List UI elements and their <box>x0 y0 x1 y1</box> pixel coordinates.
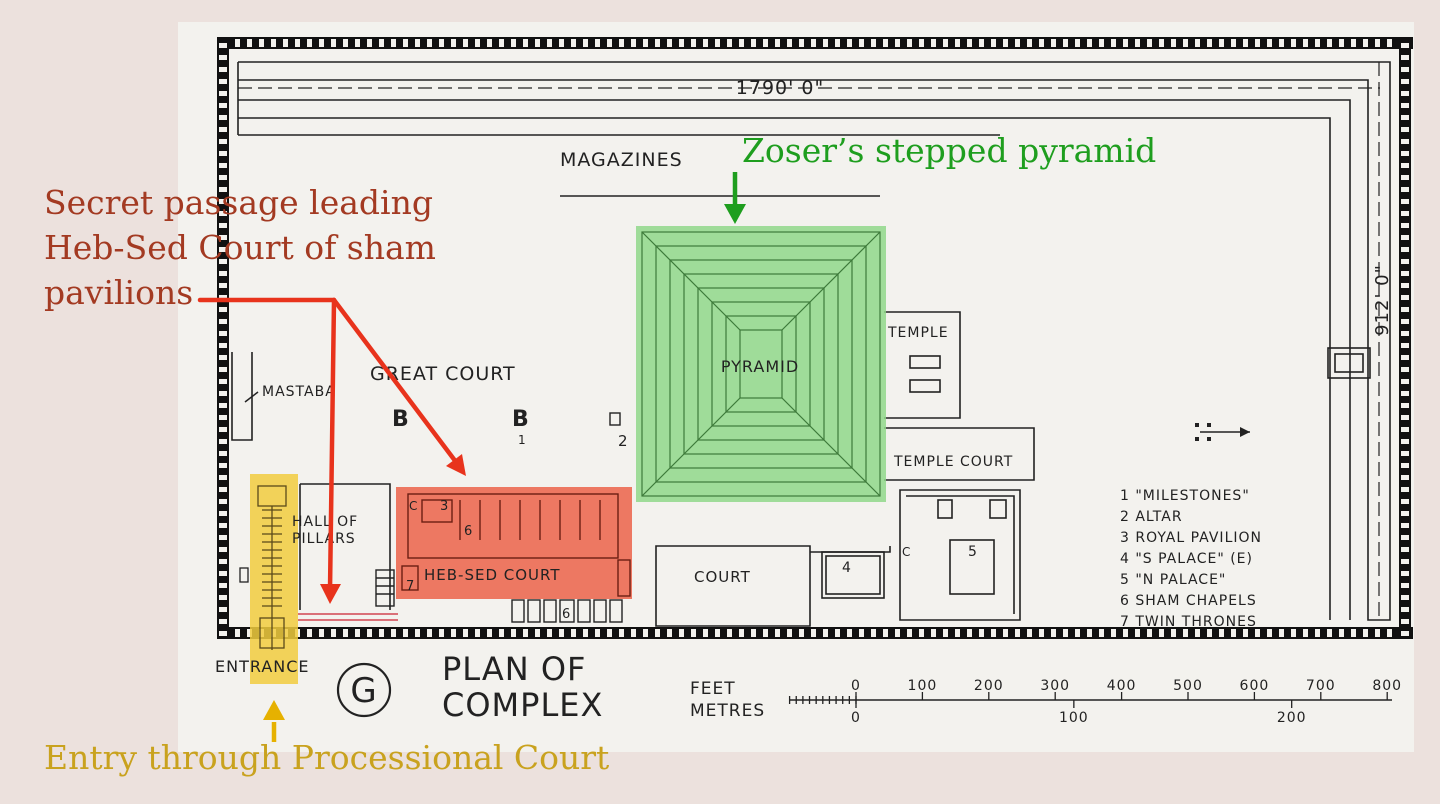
entry-annotation: Entry through Processional Court <box>44 738 610 777</box>
scale-feet-tick-label: 100 <box>908 678 938 694</box>
scale-feet-tick-label: 700 <box>1306 678 1336 694</box>
key-item-5: 5 "N PALACE" <box>1120 572 1226 588</box>
label-c-2: C <box>902 545 911 559</box>
temple-structure <box>884 311 1035 481</box>
plan-letter-badge: G <box>336 662 392 718</box>
scale-feet-tick-label: 200 <box>974 678 1004 694</box>
key-item-7: 7 TWIN THRONES <box>1120 614 1257 630</box>
label-number-6: 6 <box>464 524 473 539</box>
hall-of-pillars-label-1: HALL OF <box>292 514 358 530</box>
scale-feet-tick-label: 500 <box>1173 678 1203 694</box>
magazines-structure <box>237 61 1391 621</box>
scale-feet-tick-label: 600 <box>1240 678 1270 694</box>
scale-metres-tick-label: 0 <box>851 710 861 726</box>
secret-passage-arrows <box>197 297 459 593</box>
scale-feet-tick-label: 800 <box>1372 678 1402 694</box>
magazines-label: MAGAZINES <box>560 149 683 171</box>
secret-passage-line-3: pavilions <box>44 273 194 312</box>
great-court-label: GREAT COURT <box>370 363 516 385</box>
key-item-2: 2 ALTAR <box>1120 509 1183 525</box>
key-item-3: 3 ROYAL PAVILION <box>1120 530 1262 546</box>
label-number-5: 5 <box>968 544 978 560</box>
mastaba-label: MASTABA <box>262 384 336 400</box>
key-item-1: 1 "MILESTONES" <box>1120 488 1250 504</box>
label-number-1: 1 <box>518 433 527 447</box>
scale-feet-label: FEET <box>690 679 736 699</box>
enclosure-wall <box>217 37 1413 639</box>
plan-title-line-2: COMPLEX <box>442 686 603 724</box>
secret-passage-annotation: Secret passage leading Heb-Sed Court of … <box>44 180 464 315</box>
temple-label: TEMPLE <box>887 325 949 341</box>
key-item-4: 4 "S PALACE" (E) <box>1120 551 1253 567</box>
scale-feet-tick-label: 0 <box>851 678 861 694</box>
pyramid-label: PYRAMID <box>721 357 799 376</box>
secret-passage-line-2: Heb-Sed Court of sham <box>44 228 436 267</box>
length-dimension-label: 1790' 0" <box>736 77 824 99</box>
plan-key: 1 "MILESTONES" 2 ALTAR 3 ROYAL PAVILION … <box>1120 488 1262 630</box>
zoser-pyramid-annotation: Zoser’s stepped pyramid <box>742 131 1157 170</box>
label-number-2: 2 <box>618 432 629 450</box>
scale-feet-tick-label: 400 <box>1107 678 1137 694</box>
label-number-4: 4 <box>842 560 852 576</box>
secret-passage-arrowhead-court <box>446 454 466 476</box>
scale-metres-tick-label: 200 <box>1277 710 1307 726</box>
pyramid-pointer-arrow <box>724 172 746 224</box>
hall-of-pillars-label-2: PILLARS <box>292 531 356 547</box>
pyramid-structure <box>636 226 886 502</box>
sham-chapels-row <box>511 599 623 623</box>
label-number-3: 3 <box>440 499 449 514</box>
court-label: COURT <box>694 568 751 586</box>
secret-passage-arrowhead-down <box>320 584 341 604</box>
hall-of-pillars <box>239 474 398 684</box>
entrance-label: ENTRANCE <box>215 657 310 676</box>
temple-court-label: TEMPLE COURT <box>893 454 1013 470</box>
stair-structure <box>375 569 395 607</box>
milestone-marker-1: B <box>392 407 410 432</box>
label-c-1: C <box>409 499 418 513</box>
entry-pointer-arrow <box>263 700 285 742</box>
heb-sed-court-label: HEB-SED COURT <box>424 566 561 584</box>
scale-feet-tick-label: 300 <box>1040 678 1070 694</box>
scale-bar: FEET METRES 0 100 200 300 400 500 600 700 800 0 10… <box>690 678 1402 726</box>
north-palace <box>899 489 1021 621</box>
secret-passage-line-1: Secret passage leading <box>44 183 433 222</box>
scale-metres-label: METRES <box>690 701 765 721</box>
label-number-7: 7 <box>406 579 415 594</box>
key-item-6: 6 SHAM CHAPELS <box>1120 593 1257 609</box>
heb-sed-court-area <box>396 487 632 599</box>
north-arrow-compass <box>1195 423 1250 441</box>
label-number-6b: 6 <box>562 607 571 622</box>
south-palace <box>821 551 885 599</box>
plan-letter: G <box>350 671 377 711</box>
plan-title-line-1: PLAN OF <box>442 650 586 688</box>
scale-metres-tick-label: 100 <box>1059 710 1089 726</box>
milestone-marker-2: B <box>512 407 530 432</box>
width-dimension-label: 912' 0" <box>1372 264 1393 336</box>
mastaba-pointer <box>244 391 259 403</box>
altar-shape <box>609 412 621 426</box>
